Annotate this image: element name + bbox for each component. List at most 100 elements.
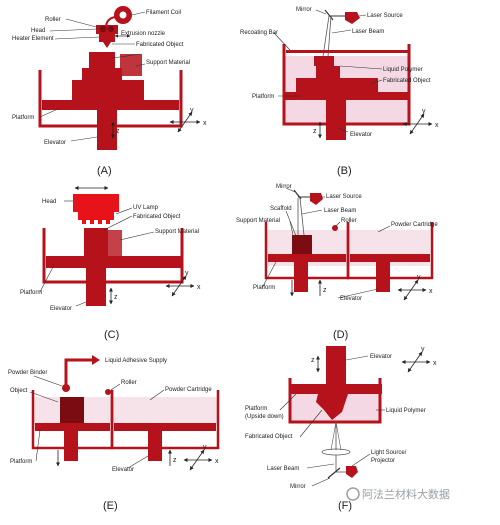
fabricated-object <box>72 52 144 100</box>
panel-f: Elevator Platform (Upside down) Liquid P… <box>245 346 437 512</box>
label-elevator: Elevator <box>340 296 362 302</box>
axis-x-label: x <box>435 122 439 129</box>
label-filament-coil: Filament Coil <box>146 10 181 16</box>
support-material <box>120 54 142 76</box>
axis-z-label: z <box>173 457 177 464</box>
axis-y-label: y <box>203 444 207 451</box>
label-roller: Roller <box>121 380 137 386</box>
axis-y-label: y <box>421 346 425 353</box>
print-head <box>73 194 119 212</box>
caption-d: (D) <box>333 329 348 341</box>
label-elevator: Elevator <box>112 467 134 473</box>
roller <box>105 389 111 395</box>
powder-binder <box>62 384 70 392</box>
label-platform: Platform <box>20 290 42 296</box>
axis-y-label: y <box>417 274 421 281</box>
label-extrusion-nozzle: Extrusion nozzle <box>121 31 166 37</box>
watermark: 阿法兰材料大数据 <box>346 487 450 501</box>
caption-b: (B) <box>337 165 352 177</box>
label-mirror: Mirror <box>276 184 292 190</box>
caption-e: (E) <box>103 500 118 512</box>
label-upside-down: (Upside down) <box>245 414 284 420</box>
axis-y-label: y <box>422 108 426 115</box>
axis-z-label: z <box>116 128 120 135</box>
fabricated-object <box>46 228 181 306</box>
mirror <box>327 467 341 479</box>
laser-source <box>345 12 360 24</box>
roller <box>332 225 338 231</box>
label-elevator: Elevator <box>370 354 392 360</box>
label-platform: Platform <box>253 285 275 291</box>
watermark-text: 阿法兰材料大数据 <box>362 487 450 501</box>
label-fabricated-object: Fabricated Object <box>136 42 184 48</box>
label-object: Object <box>10 388 28 394</box>
label-liquid-polymer: Liquid Polymer <box>386 408 426 414</box>
scaffold <box>292 235 312 255</box>
label-liquid-adhesive-supply: Liquid Adhesive Supply <box>105 358 167 364</box>
axis-z-label: z <box>311 357 315 364</box>
axis-x-label: x <box>197 284 201 291</box>
uv-lamp <box>78 212 114 224</box>
elevator <box>97 110 117 150</box>
platform <box>268 254 430 292</box>
elevator <box>326 346 346 386</box>
label-recoating-bar: Recoating Bar <box>240 30 278 36</box>
label-projector: Projector <box>371 458 395 464</box>
axis-z-label: z <box>114 294 118 301</box>
label-laser-source: Laser Source <box>367 13 403 19</box>
axis-y-label: y <box>185 270 189 277</box>
laser-source <box>310 193 323 205</box>
panel-b: Mirror Laser Source Laser Beam Recoating… <box>240 7 439 177</box>
recoating-bar <box>286 50 408 53</box>
label-support-material: Support Material <box>236 218 280 224</box>
label-platform: Platform <box>10 459 32 465</box>
axis-x-label: x <box>429 288 433 295</box>
mirror <box>293 189 302 200</box>
axis-z-label: z <box>313 128 317 135</box>
label-mirror: Mirror <box>290 484 306 490</box>
label-light-source: Light Source/ <box>371 450 407 456</box>
platform <box>42 100 179 110</box>
label-mirror: Mirror <box>296 7 312 13</box>
label-fabricated-object: Fabricated Object <box>133 214 181 220</box>
extrusion-head <box>96 25 118 34</box>
label-roller: Roller <box>45 17 61 23</box>
label-head: Head <box>42 199 56 205</box>
label-powder-binder: Powder Binder <box>8 370 47 376</box>
label-platform: Platform <box>12 115 34 121</box>
label-elevator: Elevator <box>350 132 372 138</box>
caption-f: (F) <box>338 500 352 512</box>
panel-c: Head UV Lamp Fabricated Object Support M… <box>20 186 201 341</box>
support-material <box>108 230 122 256</box>
platform <box>290 384 382 394</box>
label-fabricated-object: Fabricated Object <box>383 78 431 84</box>
panel-d: Mirror Laser Source Scaffold Laser Beam … <box>236 184 438 341</box>
light-source <box>346 466 358 478</box>
label-platform: Platform <box>252 94 274 100</box>
axis-x-label: x <box>433 360 437 367</box>
label-platform: Platform <box>245 406 267 412</box>
label-uv-lamp: UV Lamp <box>133 205 159 211</box>
axis-z-label: z <box>323 287 327 294</box>
label-head: Head <box>31 28 45 34</box>
label-laser-beam: Laser Beam <box>352 29 384 35</box>
label-roller: Roller <box>341 218 357 224</box>
label-powder-cartridge: Powder Cartridge <box>165 387 212 393</box>
panel-e: Liquid Adhesive Supply Powder Binder Obj… <box>8 355 220 512</box>
liquid-adhesive-supply <box>64 358 92 386</box>
label-laser-source: Laser Source <box>326 194 362 200</box>
axis-x-label: x <box>215 458 219 465</box>
label-liquid-polymer: Liquid Polymer <box>383 67 423 73</box>
label-support-material: Support Material <box>155 229 199 235</box>
label-scaffold: Scaffold <box>270 206 292 212</box>
label-laser-beam: Laser Beam <box>324 208 356 214</box>
label-elevator: Elevator <box>44 140 66 146</box>
panel-a: Roller Filament Coil Head Heater Element… <box>12 6 207 177</box>
label-heater-element: Heater Element <box>12 36 54 42</box>
fabricated-object <box>284 56 409 140</box>
label-powder-cartridge: Powder Cartridge <box>391 222 438 228</box>
axis-y-label: y <box>190 107 194 114</box>
caption-c: (C) <box>104 329 119 341</box>
label-support-material: Support Material <box>146 60 190 66</box>
